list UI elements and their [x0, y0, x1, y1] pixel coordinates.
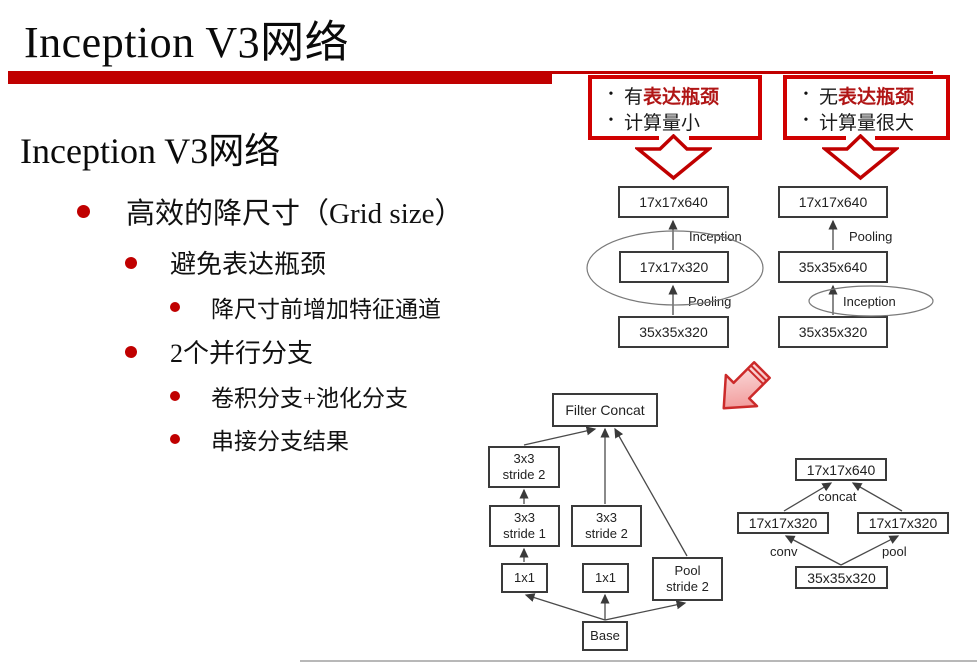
bullet-item-concat-results: 串接分支结果: [170, 422, 349, 456]
edge-label-pool: pool: [882, 544, 907, 559]
node-17x17x320: 17x17x320: [619, 251, 729, 283]
node-17x17x320-right: 17x17x320: [857, 512, 949, 534]
edge-label-conv: conv: [770, 544, 798, 559]
bullet-dot: [170, 391, 180, 401]
bullet-dot: [125, 256, 137, 269]
bullet-text: 卷积分支+池化分支: [211, 386, 408, 411]
node-35x35x320: 35x35x320: [778, 316, 888, 348]
callout-text: 计算量很大: [819, 112, 915, 134]
callout-text: 有表达瓶颈: [624, 86, 720, 108]
bullet-dot: [77, 204, 90, 218]
bullet-dot: [170, 434, 180, 444]
edge-label-inception: Inception: [843, 294, 896, 309]
callout-box-right: • 无表达瓶颈 • 计算量很大: [783, 75, 950, 140]
page-title: Inception V3网络: [24, 18, 350, 67]
node-17x17x640: 17x17x640: [618, 186, 729, 218]
section-heading: Inception V3网络: [20, 131, 281, 171]
bullet-dot: [170, 302, 180, 312]
callout-text: 无表达瓶颈: [819, 86, 915, 108]
bullet-dot: [125, 345, 137, 358]
callout-line: • 有表达瓶颈: [598, 82, 758, 108]
edge-label-inception: Inception: [689, 229, 742, 244]
callout-bullet: •: [803, 87, 809, 102]
callout-down-arrow-icon: [822, 134, 899, 181]
big-red-arrow-icon: [722, 361, 771, 410]
node-35x35x320: 35x35x320: [795, 566, 888, 589]
callout-highlight: 表达瓶颈: [838, 86, 915, 108]
callout-line: • 计算量小: [598, 108, 758, 134]
node-17x17x640: 17x17x640: [795, 458, 887, 481]
title-underline-thin-line: [552, 71, 933, 74]
callout-bullet: •: [608, 87, 614, 102]
callout-down-arrow-icon: [635, 134, 712, 181]
callout-bullet: •: [608, 113, 614, 128]
node-17x17x320-left: 17x17x320: [737, 512, 829, 534]
callout-line: • 计算量很大: [793, 108, 946, 134]
callout-bullet: •: [803, 113, 809, 128]
bullet-item-conv-plus-pool: 卷积分支+池化分支: [170, 379, 408, 413]
edge-label-pooling: Pooling: [688, 294, 732, 309]
bullet-text: 避免表达瓶颈: [170, 250, 327, 279]
callout-box-left: • 有表达瓶颈 • 计算量小: [588, 75, 762, 140]
title-underline-bar: [8, 71, 552, 84]
node-35x35x640: 35x35x640: [778, 251, 888, 283]
bullet-item-add-channels: 降尺寸前增加特征通道: [170, 290, 441, 324]
bullet-item-avoid-bottleneck: 避免表达瓶颈: [125, 244, 326, 281]
bottom-divider-line: [300, 660, 977, 662]
bullet-item-grid-size: 高效的降尺寸（Grid size）: [77, 190, 464, 232]
node-base: Base: [582, 621, 628, 651]
node-1x1-mid: 1x1: [582, 563, 629, 593]
bullet-text: 高效的降尺寸（Grid size）: [126, 198, 464, 230]
callout-text: 计算量小: [624, 112, 701, 134]
bullet-text: 降尺寸前增加特征通道: [211, 297, 441, 322]
callout-highlight: 表达瓶颈: [643, 86, 720, 108]
node-35x35x320: 35x35x320: [618, 316, 729, 348]
edge-label-concat: concat: [818, 489, 857, 504]
node-17x17x640: 17x17x640: [778, 186, 888, 218]
callout-line: • 无表达瓶颈: [793, 82, 946, 108]
bullet-text: 串接分支结果: [211, 429, 349, 454]
edge-label-pooling: Pooling: [849, 229, 893, 244]
bullet-item-two-branches: 2个并行分支: [125, 333, 313, 370]
node-1x1-left: 1x1: [501, 563, 548, 593]
bullet-text: 2个并行分支: [170, 339, 314, 368]
node-filter-concat: Filter Concat: [552, 393, 658, 427]
